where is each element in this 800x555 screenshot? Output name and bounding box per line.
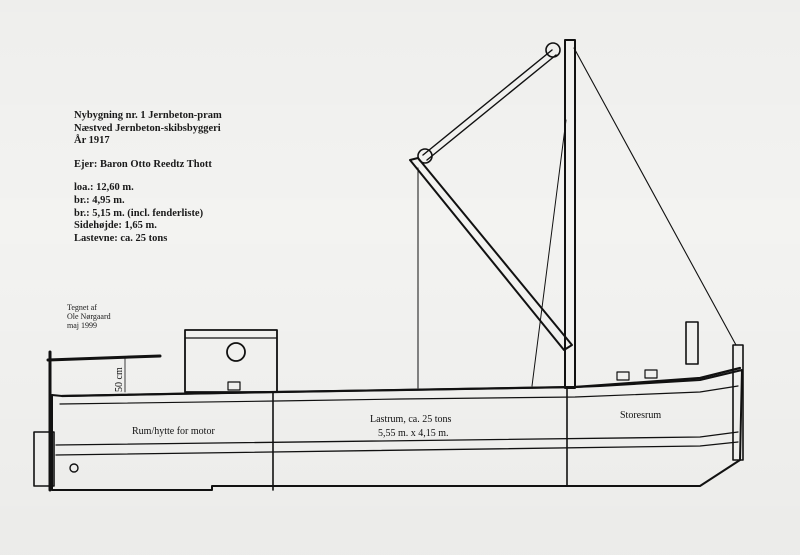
deck-line — [60, 366, 742, 398]
bollard-fwd-2 — [644, 369, 658, 379]
credit-drawn-by: Tegnet af — [67, 303, 97, 312]
drawing-credit: Tegnet af Ole Nørgaard maj 1999 — [67, 303, 111, 330]
engine-room-label: Rum/hytte for motor — [132, 426, 215, 437]
deckhouse — [184, 329, 278, 393]
windlass — [685, 321, 699, 365]
cargo-boom — [409, 157, 573, 351]
spec-beam: br.: 4,95 m. — [74, 194, 125, 206]
spec-side-height: Sidehøjde: 1,65 m. — [74, 220, 157, 232]
forestay — [573, 47, 737, 346]
propeller-hub — [69, 463, 79, 473]
credit-date: maj 1999 — [67, 321, 97, 330]
floor-band-bottom — [55, 441, 739, 456]
stem-post — [732, 344, 744, 461]
credit-author: Ole Nørgaard — [67, 312, 111, 321]
owner-line: Ejer: Baron Otto Reedtz Thott — [74, 158, 212, 170]
masthead-block — [545, 42, 561, 58]
spec-loa: loa.: 12,60 m. — [74, 182, 134, 194]
cargo-hold-label: Lastrum, ca. 25 tons — [370, 414, 451, 425]
build-year: År 1917 — [74, 135, 110, 147]
rudder — [33, 431, 55, 487]
spec-cargo-capacity: Lastevne: ca. 25 tons — [74, 232, 168, 244]
floor-band-top — [55, 431, 739, 446]
boom-block — [417, 148, 433, 164]
mast — [564, 39, 576, 389]
tiller — [46, 354, 162, 362]
vessel-info-block: Nybygning nr. 1 Jernbeton-pram Næstved J… — [74, 110, 222, 245]
bollard-aft — [227, 381, 241, 391]
bollard-fwd-1 — [616, 371, 630, 381]
shroud-aft — [531, 119, 567, 387]
shipyard-name: Næstved Jernbeton-skibsbyggeri — [74, 122, 221, 134]
spec-beam-fender: br.: 5,15 m. (incl. fenderliste) — [74, 207, 204, 219]
cargo-hold-dimensions: 5,55 m. x 4,15 m. — [378, 428, 449, 439]
dimension-label: 50 cm — [114, 367, 125, 392]
sheer-rail — [59, 385, 739, 405]
deckhouse-porthole — [226, 342, 246, 362]
topping-lift — [422, 49, 553, 156]
build-number-title: Nybygning nr. 1 Jernbeton-pram — [74, 110, 222, 121]
store-room-label: Storesrum — [620, 410, 661, 421]
